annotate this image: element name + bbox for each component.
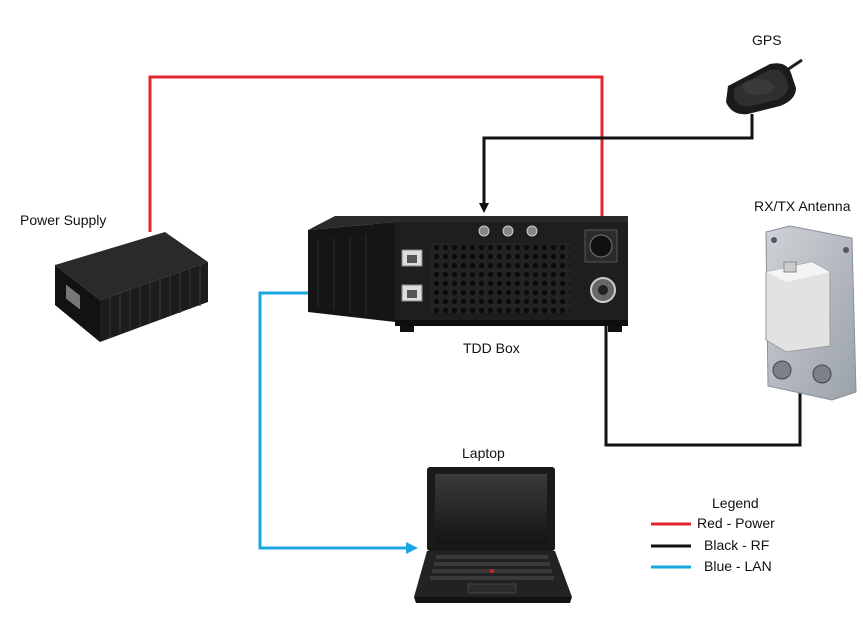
tdd-box-device-icon (308, 216, 628, 332)
gps-receiver-icon (726, 58, 803, 115)
legend-swatches (651, 522, 691, 569)
antenna-label: RX/TX Antenna (754, 198, 851, 214)
power-cable (148, 75, 607, 232)
legend-item-lan: Blue - LAN (704, 558, 772, 574)
legend-title: Legend (712, 495, 759, 511)
legend-item-rf: Black - RF (704, 537, 770, 553)
gps-port (478, 225, 490, 237)
lan-cable (258, 287, 418, 554)
panel-antenna-icon (765, 225, 857, 401)
power-supply-label: Power Supply (20, 212, 107, 228)
laptop-label: Laptop (462, 445, 505, 461)
legend-item-power: Red - Power (697, 515, 775, 531)
gps-rf-cable (479, 114, 754, 213)
tdd-box-label: TDD Box (463, 340, 520, 356)
gps-label: GPS (752, 32, 782, 48)
antenna-rf-cable (601, 313, 802, 447)
laptop-icon (414, 467, 572, 603)
power-supply-brick-icon (55, 232, 208, 342)
